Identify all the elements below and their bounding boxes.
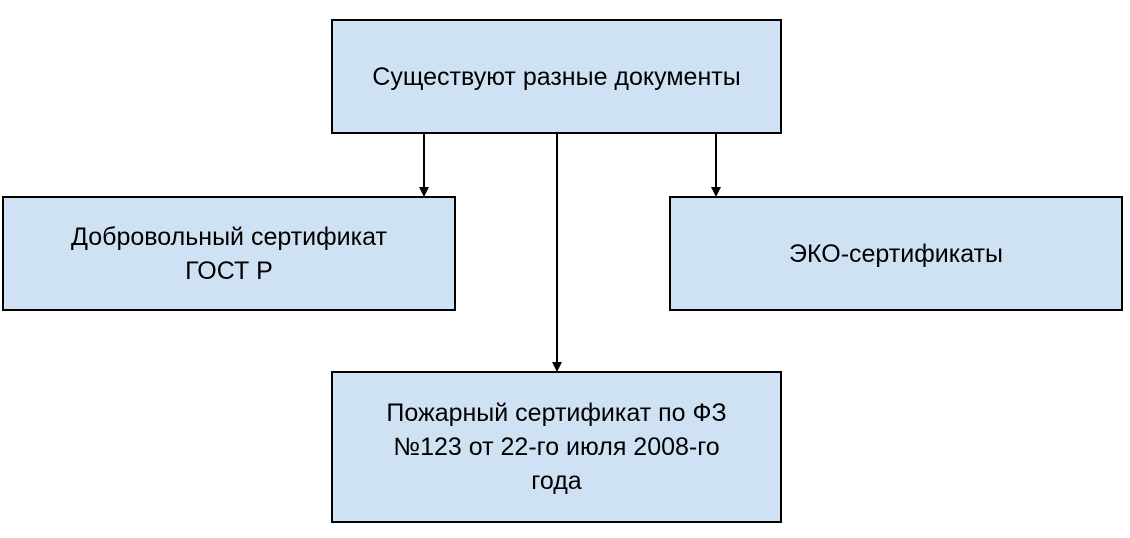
node-fire-certificate: Пожарный сертификат по ФЗ №123 от 22-го … [331, 371, 782, 523]
node-eco-certificates: ЭКО-сертификаты [669, 196, 1123, 311]
node-voluntary-certificate: Добровольный сертификат ГОСТ Р [2, 196, 456, 311]
node-root-documents: Существуют разные документы [331, 19, 782, 134]
